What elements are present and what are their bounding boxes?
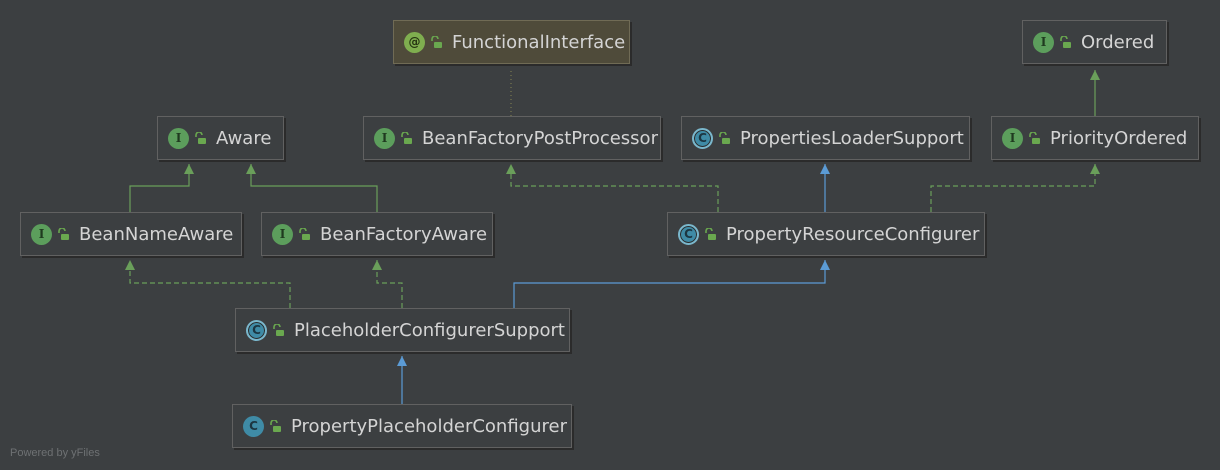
arrowhead-icon	[246, 164, 256, 174]
node-property-placeholder-configurer[interactable]: C PropertyPlaceholderConfigurer	[232, 404, 572, 448]
node-placeholder-configurer-support[interactable]: C PlaceholderConfigurerSupport	[235, 308, 570, 352]
interface-icon: I	[374, 127, 395, 149]
abstract-class-icon: C	[692, 127, 713, 149]
abstract-class-icon: C	[678, 223, 699, 245]
node-functional-interface[interactable]: @ FunctionalInterface	[393, 20, 630, 64]
unlocked-icon	[431, 35, 442, 48]
interface-icon: I	[272, 223, 293, 245]
node-property-resource-configurer[interactable]: C PropertyResourceConfigurer	[667, 212, 985, 256]
node-label: PriorityOrdered	[1050, 127, 1188, 149]
node-label: PropertyPlaceholderConfigurer	[291, 415, 567, 437]
node-bean-name-aware[interactable]: I BeanNameAware	[20, 212, 242, 256]
edge-extends-interface	[129, 164, 190, 212]
node-priority-ordered[interactable]: I PriorityOrdered	[991, 116, 1199, 160]
arrowhead-icon	[125, 260, 135, 270]
node-label: BeanFactoryPostProcessor	[422, 127, 658, 149]
unlocked-icon	[705, 227, 716, 240]
interface-icon: I	[31, 223, 52, 245]
edge-implements	[376, 260, 403, 308]
arrowhead-icon	[506, 164, 516, 174]
unlocked-icon	[1060, 35, 1071, 48]
unlocked-icon	[270, 419, 281, 432]
unlocked-icon	[58, 227, 69, 240]
node-bean-factory-post-processor[interactable]: I BeanFactoryPostProcessor	[363, 116, 661, 160]
unlocked-icon	[1029, 131, 1040, 144]
edge-extends-class	[513, 260, 826, 308]
arrowhead-icon	[397, 356, 407, 366]
node-label: PropertiesLoaderSupport	[740, 127, 964, 149]
arrowhead-icon	[184, 164, 194, 174]
node-label: PlaceholderConfigurerSupport	[294, 319, 565, 341]
unlocked-icon	[273, 323, 284, 336]
unlocked-icon	[195, 131, 206, 144]
interface-icon: I	[1033, 31, 1054, 53]
arrowhead-icon	[820, 164, 830, 174]
interface-icon: I	[168, 127, 189, 149]
arrowhead-icon	[1090, 164, 1100, 174]
node-label: Ordered	[1081, 31, 1155, 53]
node-properties-loader-support[interactable]: C PropertiesLoaderSupport	[681, 116, 970, 160]
node-label: BeanNameAware	[79, 223, 234, 245]
node-aware[interactable]: I Aware	[157, 116, 284, 160]
node-label: Aware	[216, 127, 272, 149]
node-label: BeanFactoryAware	[320, 223, 488, 245]
edge-implements	[510, 164, 719, 212]
node-ordered[interactable]: I Ordered	[1022, 20, 1167, 64]
class-icon: C	[243, 415, 264, 437]
arrowhead-icon	[1090, 70, 1100, 80]
arrowhead-icon	[820, 260, 830, 270]
edge-implements	[129, 260, 291, 308]
footer-credit: Powered by yFiles	[10, 447, 100, 459]
edge-extends-interface	[250, 164, 378, 212]
unlocked-icon	[401, 131, 412, 144]
annotation-icon: @	[404, 31, 425, 53]
edge-implements	[930, 164, 1096, 212]
unlocked-icon	[299, 227, 310, 240]
arrowhead-icon	[372, 260, 382, 270]
unlocked-icon	[719, 131, 730, 144]
node-label: FunctionalInterface	[452, 31, 626, 53]
node-label: PropertyResourceConfigurer	[726, 223, 980, 245]
node-bean-factory-aware[interactable]: I BeanFactoryAware	[261, 212, 493, 256]
abstract-class-icon: C	[246, 319, 267, 341]
interface-icon: I	[1002, 127, 1023, 149]
